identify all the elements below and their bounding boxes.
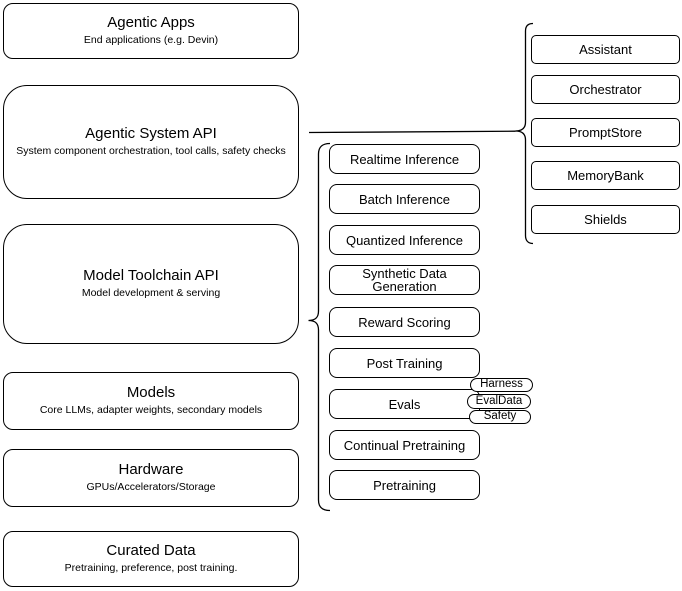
box-label: Reward Scoring: [358, 314, 451, 330]
box-label: Realtime Inference: [349, 151, 460, 167]
toolchain-box-evals: Evals: [329, 389, 480, 419]
box-label: Evals: [388, 396, 421, 412]
component-box-assistant: Assistant: [531, 35, 680, 64]
eval-tag-safety: Safety: [469, 410, 531, 424]
box-subtitle: Pretraining, preference, post training.: [64, 562, 238, 575]
tag-label: EvalData: [475, 394, 523, 407]
box-title: Curated Data: [106, 541, 196, 559]
toolchain-box-realtime-inference: Realtime Inference: [329, 144, 480, 174]
toolchain-box-pretraining: Pretraining: [329, 470, 480, 500]
tag-label: Safety: [483, 410, 517, 423]
box-hardware: Hardware GPUs/Accelerators/Storage: [3, 449, 299, 507]
box-title: Model Toolchain API: [83, 266, 219, 284]
box-subtitle: End applications (e.g. Devin): [83, 34, 219, 47]
toolchain-box-quantized-inference: Quantized Inference: [329, 225, 480, 255]
box-model-toolchain-api: Model Toolchain API Model development & …: [3, 224, 299, 344]
box-label: Synthetic Data Generation: [362, 266, 447, 294]
box-label: Batch Inference: [358, 191, 451, 207]
eval-tag-evaldata: EvalData: [467, 394, 531, 409]
box-curated-data: Curated Data Pretraining, preference, po…: [3, 531, 299, 587]
toolchain-box-post-training: Post Training: [329, 348, 480, 378]
box-label: Shields: [584, 212, 627, 227]
box-label: Pretraining: [373, 477, 436, 493]
toolchain-box-continual-pretraining: Continual Pretraining: [329, 430, 480, 460]
toolchain-box-batch-inference: Batch Inference: [329, 184, 480, 214]
component-box-promptstore: PromptStore: [531, 118, 680, 147]
component-box-memorybank: MemoryBank: [531, 161, 680, 190]
toolchain-box-synthetic-data-generation: Synthetic Data Generation: [329, 265, 480, 295]
box-subtitle: System component orchestration, tool cal…: [16, 145, 286, 158]
component-box-shields: Shields: [531, 205, 680, 234]
box-label: MemoryBank: [567, 168, 644, 183]
box-title: Models: [126, 383, 176, 401]
box-label: Assistant: [579, 42, 632, 57]
box-subtitle: Core LLMs, adapter weights, secondary mo…: [39, 404, 263, 417]
box-agentic-apps: Agentic Apps End applications (e.g. Devi…: [3, 3, 299, 59]
toolchain-box-reward-scoring: Reward Scoring: [329, 307, 480, 337]
box-title: Hardware: [118, 460, 184, 478]
tag-label: Harness: [480, 378, 523, 391]
box-label: Post Training: [366, 355, 443, 371]
component-box-orchestrator: Orchestrator: [531, 75, 680, 104]
box-subtitle: GPUs/Accelerators/Storage: [86, 481, 216, 494]
box-label: Quantized Inference: [345, 232, 464, 248]
box-title: Agentic System API: [85, 124, 217, 142]
eval-tag-harness: Harness: [470, 378, 533, 392]
toolchain-group-brace: [308, 142, 331, 512]
box-label: PromptStore: [569, 125, 642, 140]
system-api-connector-line: [308, 130, 516, 134]
box-models: Models Core LLMs, adapter weights, secon…: [3, 372, 299, 430]
box-agentic-system-api: Agentic System API System component orch…: [3, 85, 299, 199]
box-subtitle: Model development & serving: [81, 287, 221, 300]
box-label: Orchestrator: [569, 82, 642, 97]
box-label: Continual Pretraining: [343, 437, 466, 453]
box-title: Agentic Apps: [107, 13, 195, 31]
